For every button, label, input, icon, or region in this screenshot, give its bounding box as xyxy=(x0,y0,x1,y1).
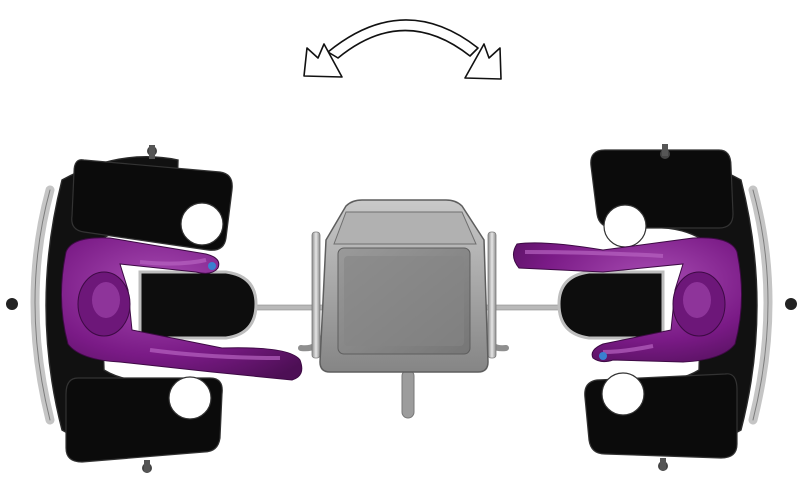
right-workstation xyxy=(513,144,797,471)
left-workstation xyxy=(6,145,303,473)
right-bottom-desk xyxy=(584,372,738,471)
left-top-desk xyxy=(71,145,233,251)
center-chair xyxy=(298,199,509,419)
left-occupant-figure xyxy=(61,237,303,381)
double-headed-curved-arrow-icon xyxy=(303,19,502,80)
right-occupant-figure xyxy=(513,237,742,363)
left-footrest xyxy=(138,270,258,340)
right-footrest xyxy=(557,270,665,340)
left-bottom-desk xyxy=(65,376,223,473)
right-top-desk xyxy=(590,144,734,248)
